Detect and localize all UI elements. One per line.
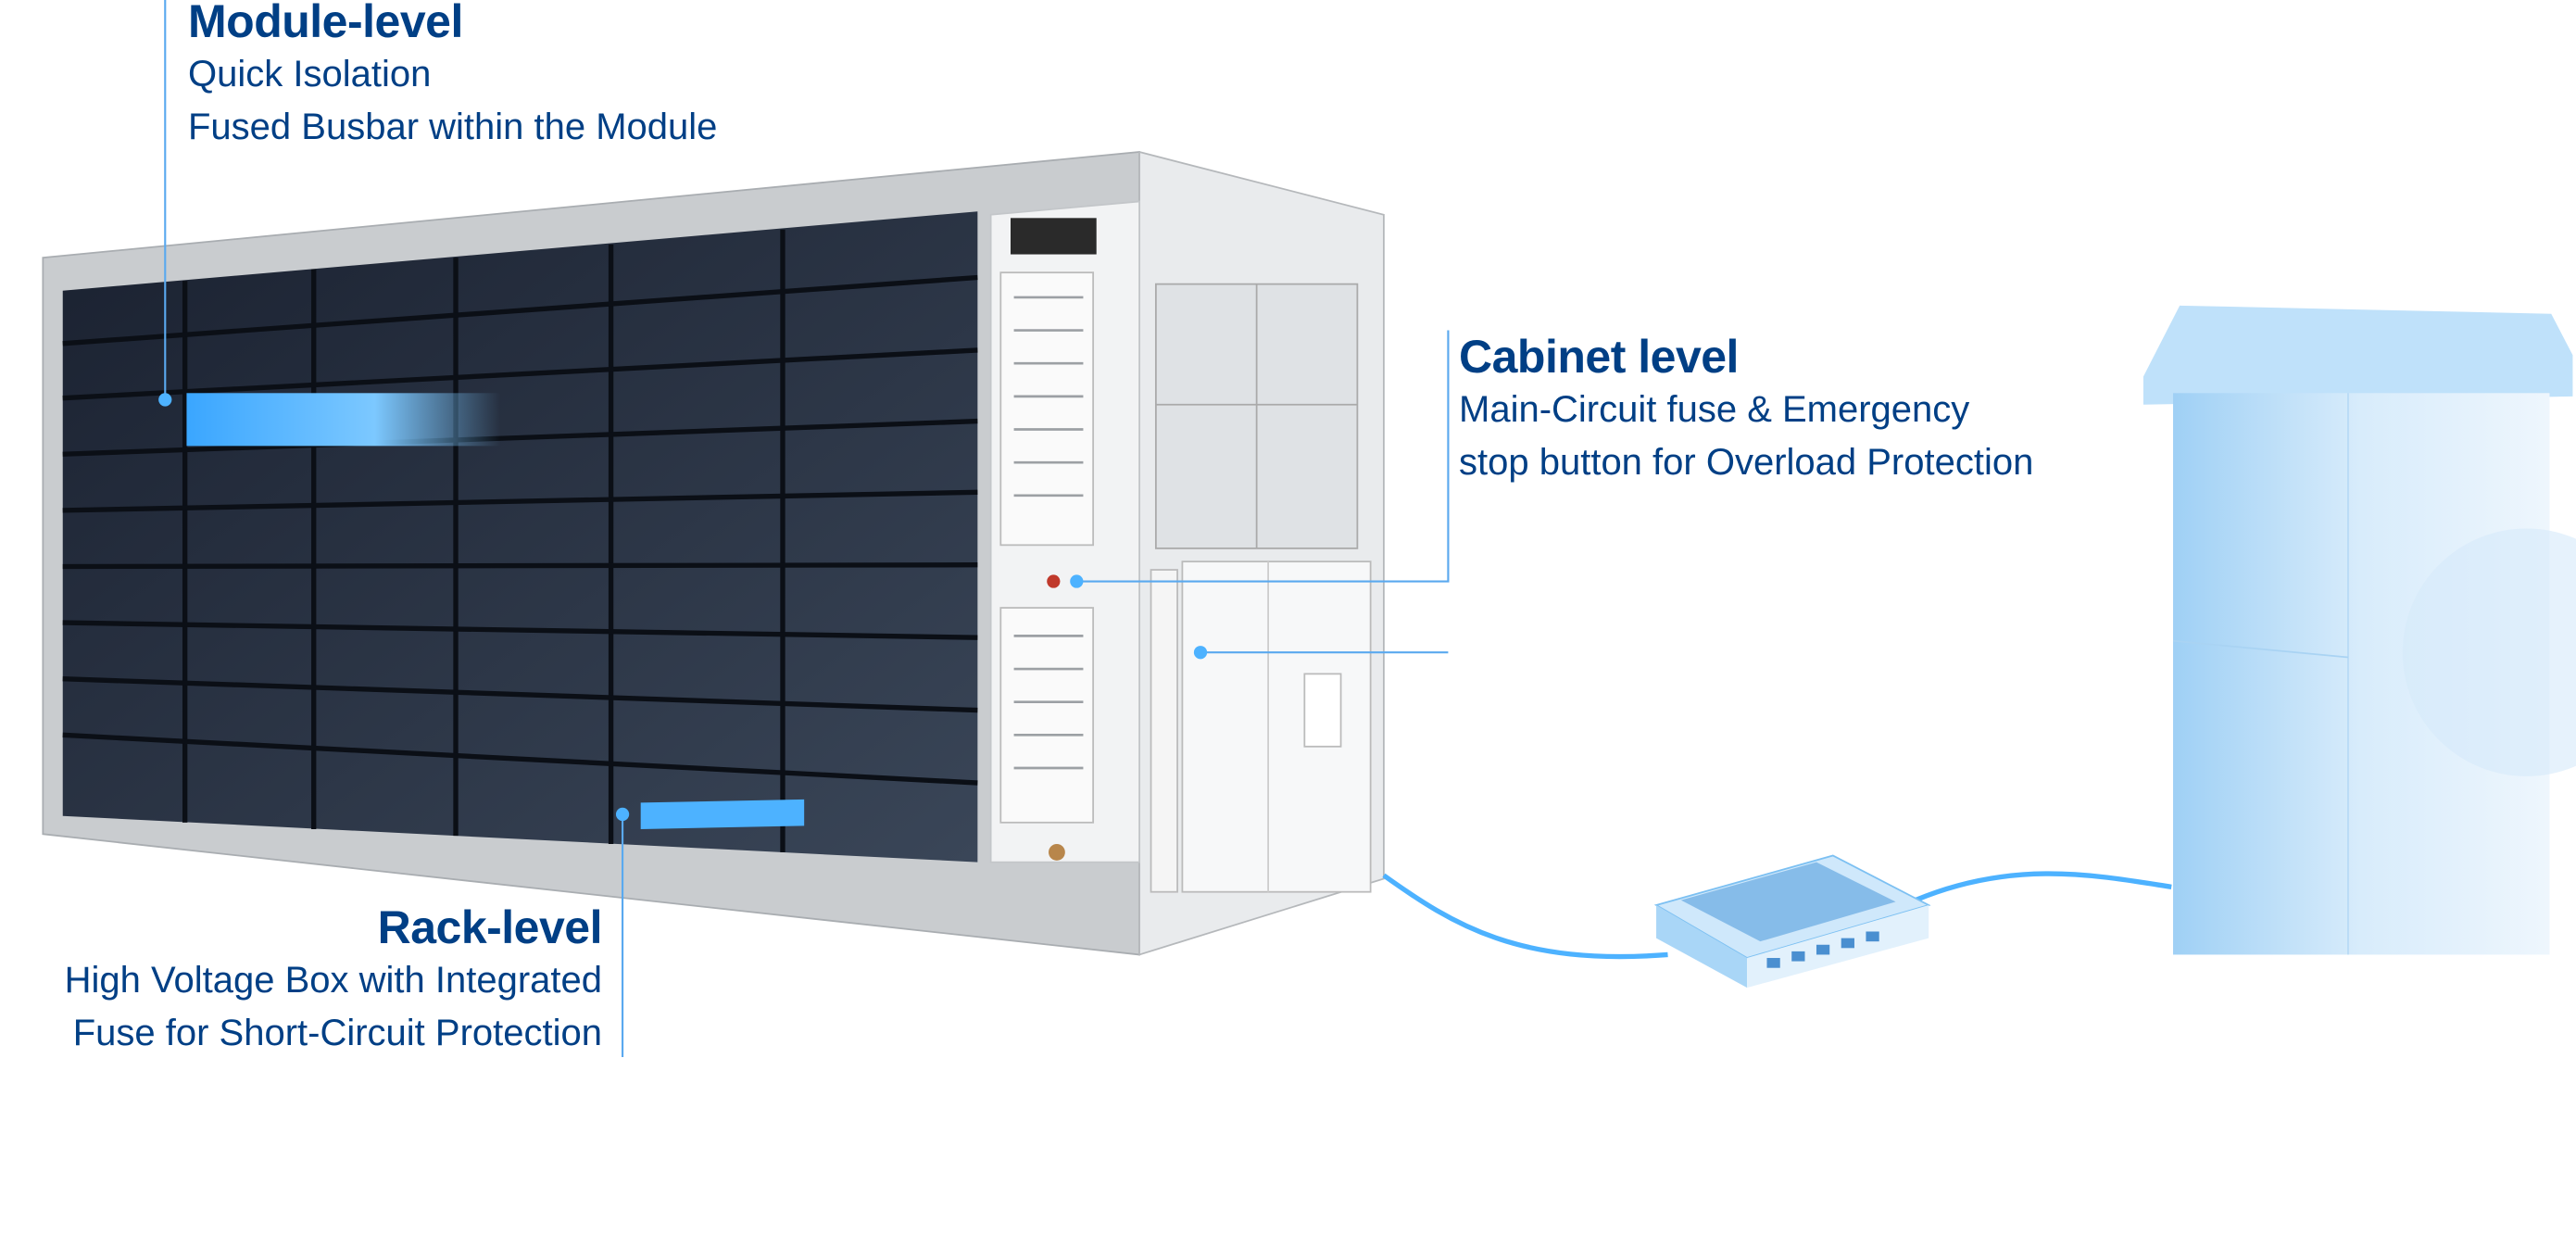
cable-right <box>1914 871 2172 903</box>
cabinet-level-line: Main-Circuit fuse & Emergency <box>1459 389 1970 430</box>
emergency-stop-button <box>1047 574 1061 588</box>
panel-grid-lines <box>62 229 978 852</box>
module-level-line: Fused Busbar within the Module <box>188 107 718 147</box>
rack-level-line: High Voltage Box with Integrated <box>64 960 602 1001</box>
rack-level-callout: Rack-level High Voltage Box with Integra… <box>64 901 603 1060</box>
cabinet-level-line: stop button for Overload Protection <box>1459 442 2034 483</box>
module-highlight <box>186 393 501 447</box>
module-level-callout: Module-level Quick Isolation Fused Busba… <box>188 0 717 154</box>
cabinet-leader-fuse <box>1076 330 1450 583</box>
rack-level-title: Rack-level <box>377 901 603 953</box>
rack-leader-dot <box>615 807 630 822</box>
cabinet-door <box>1181 561 1372 893</box>
rack-level-line: Fuse for Short-Circuit Protection <box>72 1013 602 1053</box>
module-level-title: Module-level <box>188 0 463 47</box>
cable-left <box>1382 873 1668 960</box>
rack-highlight <box>640 799 805 829</box>
cabinet-level-callout: Cabinet level Main-Circuit fuse & Emerge… <box>1459 330 2033 489</box>
module-leader-dot <box>158 393 172 407</box>
cabinet-fuse-dot <box>1070 574 1084 588</box>
cabinet-level-title: Cabinet level <box>1459 331 1739 383</box>
battery-panel-grid <box>62 211 978 863</box>
battery-container <box>42 150 1385 956</box>
switch-device <box>1653 854 1931 989</box>
leader-lines <box>164 0 1450 1057</box>
top-vent <box>1011 218 1097 255</box>
module-level-line: Quick Isolation <box>188 54 432 94</box>
cabinet-door-dot <box>1193 646 1208 660</box>
grid-cabinet <box>2142 305 2576 955</box>
